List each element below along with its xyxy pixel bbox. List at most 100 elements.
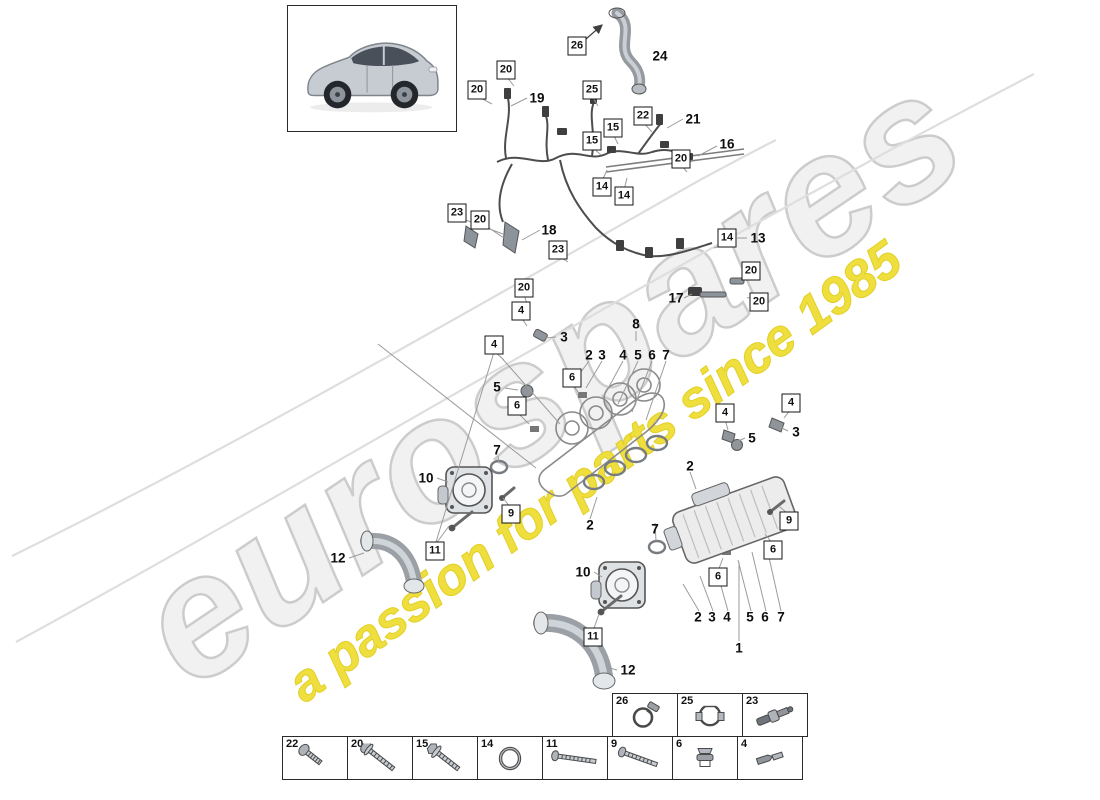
legend-cell-number: 9 — [611, 738, 618, 750]
screw-long-icon — [548, 743, 602, 778]
part-callout-20[interactable]: 20 — [470, 210, 490, 230]
part-callout-20[interactable]: 20 — [514, 278, 534, 298]
legend-cell-20[interactable]: 20 — [347, 736, 413, 780]
legend-cell-25[interactable]: 25 — [677, 693, 743, 737]
part-callout-9[interactable]: 9 — [501, 504, 521, 524]
legend-cell-11[interactable]: 11 — [542, 736, 608, 780]
part-callout-4[interactable]: 4 — [511, 301, 531, 321]
part-callout-4[interactable]: 4 — [715, 403, 735, 423]
part-callout-6[interactable]: 6 — [507, 396, 527, 416]
part-callout-20[interactable]: 20 — [741, 261, 761, 281]
part-number-18[interactable]: 18 — [541, 222, 557, 238]
part-number-7[interactable]: 7 — [493, 442, 501, 458]
part-callout-6[interactable]: 6 — [708, 567, 728, 587]
part-number-19[interactable]: 19 — [529, 90, 545, 106]
part-number-21[interactable]: 21 — [685, 111, 701, 127]
part-callout-6[interactable]: 6 — [562, 368, 582, 388]
part-callout-11[interactable]: 11 — [425, 541, 445, 561]
legend-cell-9[interactable]: 9 — [607, 736, 673, 780]
legend-cell-number: 4 — [741, 738, 748, 750]
part-number-17[interactable]: 17 — [668, 290, 684, 306]
legend-cell-26[interactable]: 26 — [612, 693, 678, 737]
part-number-3[interactable]: 3 — [708, 609, 716, 625]
part-number-5[interactable]: 5 — [634, 347, 642, 363]
part-number-6[interactable]: 6 — [648, 347, 656, 363]
part-number-4[interactable]: 4 — [619, 347, 627, 363]
hose-clamp-icon — [618, 700, 672, 735]
wiring-harness — [496, 97, 713, 258]
legend-cell-number: 22 — [286, 738, 299, 750]
part-callout-4[interactable]: 4 — [781, 393, 801, 413]
part-number-16[interactable]: 16 — [719, 136, 735, 152]
part-number-10[interactable]: 10 — [575, 564, 591, 580]
o-ring-icon — [483, 743, 537, 778]
legend-cell-number: 25 — [681, 695, 694, 707]
part-number-7[interactable]: 7 — [651, 521, 659, 537]
part-callout-23[interactable]: 23 — [447, 203, 467, 223]
part-callout-14[interactable]: 14 — [614, 186, 634, 206]
part-number-10[interactable]: 10 — [418, 470, 434, 486]
legend-row-top: 26 25 23 — [612, 693, 808, 737]
bolt-long-icon — [353, 740, 407, 778]
part-callout-20[interactable]: 20 — [749, 292, 769, 312]
part-callout-14[interactable]: 14 — [717, 228, 737, 248]
part-callout-15[interactable]: 15 — [582, 131, 602, 151]
plug-icon — [743, 743, 797, 778]
part-number-7[interactable]: 7 — [777, 609, 785, 625]
part-callout-22[interactable]: 22 — [633, 106, 653, 126]
swoosh-curves — [11, 73, 1035, 643]
legend-cell-number: 20 — [351, 738, 364, 750]
part-number-2[interactable]: 2 — [694, 609, 702, 625]
part-number-12[interactable]: 12 — [330, 550, 346, 566]
part-number-4[interactable]: 4 — [723, 609, 731, 625]
part-number-2[interactable]: 2 — [585, 347, 593, 363]
part-number-2[interactable]: 2 — [586, 517, 594, 533]
part-number-5[interactable]: 5 — [746, 609, 754, 625]
part-number-6[interactable]: 6 — [761, 609, 769, 625]
part-number-5[interactable]: 5 — [493, 379, 501, 395]
part-number-7[interactable]: 7 — [662, 347, 670, 363]
screw-pan-icon — [288, 743, 342, 778]
vehicle-illustration — [307, 42, 439, 113]
part-callout-25[interactable]: 25 — [582, 80, 602, 100]
part-callout-11[interactable]: 11 — [583, 627, 603, 647]
part-number-13[interactable]: 13 — [750, 230, 766, 246]
legend-cell-4[interactable]: 4 — [737, 736, 803, 780]
part-callout-20[interactable]: 20 — [467, 80, 487, 100]
legend-cell-23[interactable]: 23 — [742, 693, 808, 737]
part-number-5[interactable]: 5 — [748, 430, 756, 446]
part-number-3[interactable]: 3 — [792, 424, 800, 440]
bolt-flange-icon — [418, 742, 472, 778]
intake-manifold-right — [663, 476, 798, 564]
part-number-3[interactable]: 3 — [598, 347, 606, 363]
part-callout-20[interactable]: 20 — [671, 149, 691, 169]
part-number-24[interactable]: 24 — [652, 48, 668, 64]
part-callout-14[interactable]: 14 — [592, 177, 612, 197]
part-callout-15[interactable]: 15 — [603, 118, 623, 138]
legend-cell-number: 6 — [676, 738, 683, 750]
part-callout-26[interactable]: 26 — [567, 36, 587, 56]
part-number-2[interactable]: 2 — [686, 458, 694, 474]
part-number-12[interactable]: 12 — [620, 662, 636, 678]
part-callout-23[interactable]: 23 — [548, 240, 568, 260]
intake-manifold-left — [538, 368, 666, 497]
screw-9-icon — [613, 743, 667, 778]
vehicle-thumbnail — [287, 5, 457, 132]
part-number-1[interactable]: 1 — [735, 640, 743, 656]
part-callout-4[interactable]: 4 — [484, 335, 504, 355]
part-number-8[interactable]: 8 — [632, 316, 640, 332]
legend-cell-22[interactable]: 22 — [282, 736, 348, 780]
legend-cell-6[interactable]: 6 — [672, 736, 738, 780]
part-callout-6[interactable]: 6 — [763, 540, 783, 560]
throttle-body-left — [437, 466, 493, 514]
part-callout-9[interactable]: 9 — [779, 511, 799, 531]
part-callout-20[interactable]: 20 — [496, 60, 516, 80]
legend-cell-15[interactable]: 15 — [412, 736, 478, 780]
legend-cell-14[interactable]: 14 — [477, 736, 543, 780]
leader-lines — [348, 75, 792, 671]
legend-cell-number: 26 — [616, 695, 629, 707]
part-number-3[interactable]: 3 — [560, 329, 568, 345]
